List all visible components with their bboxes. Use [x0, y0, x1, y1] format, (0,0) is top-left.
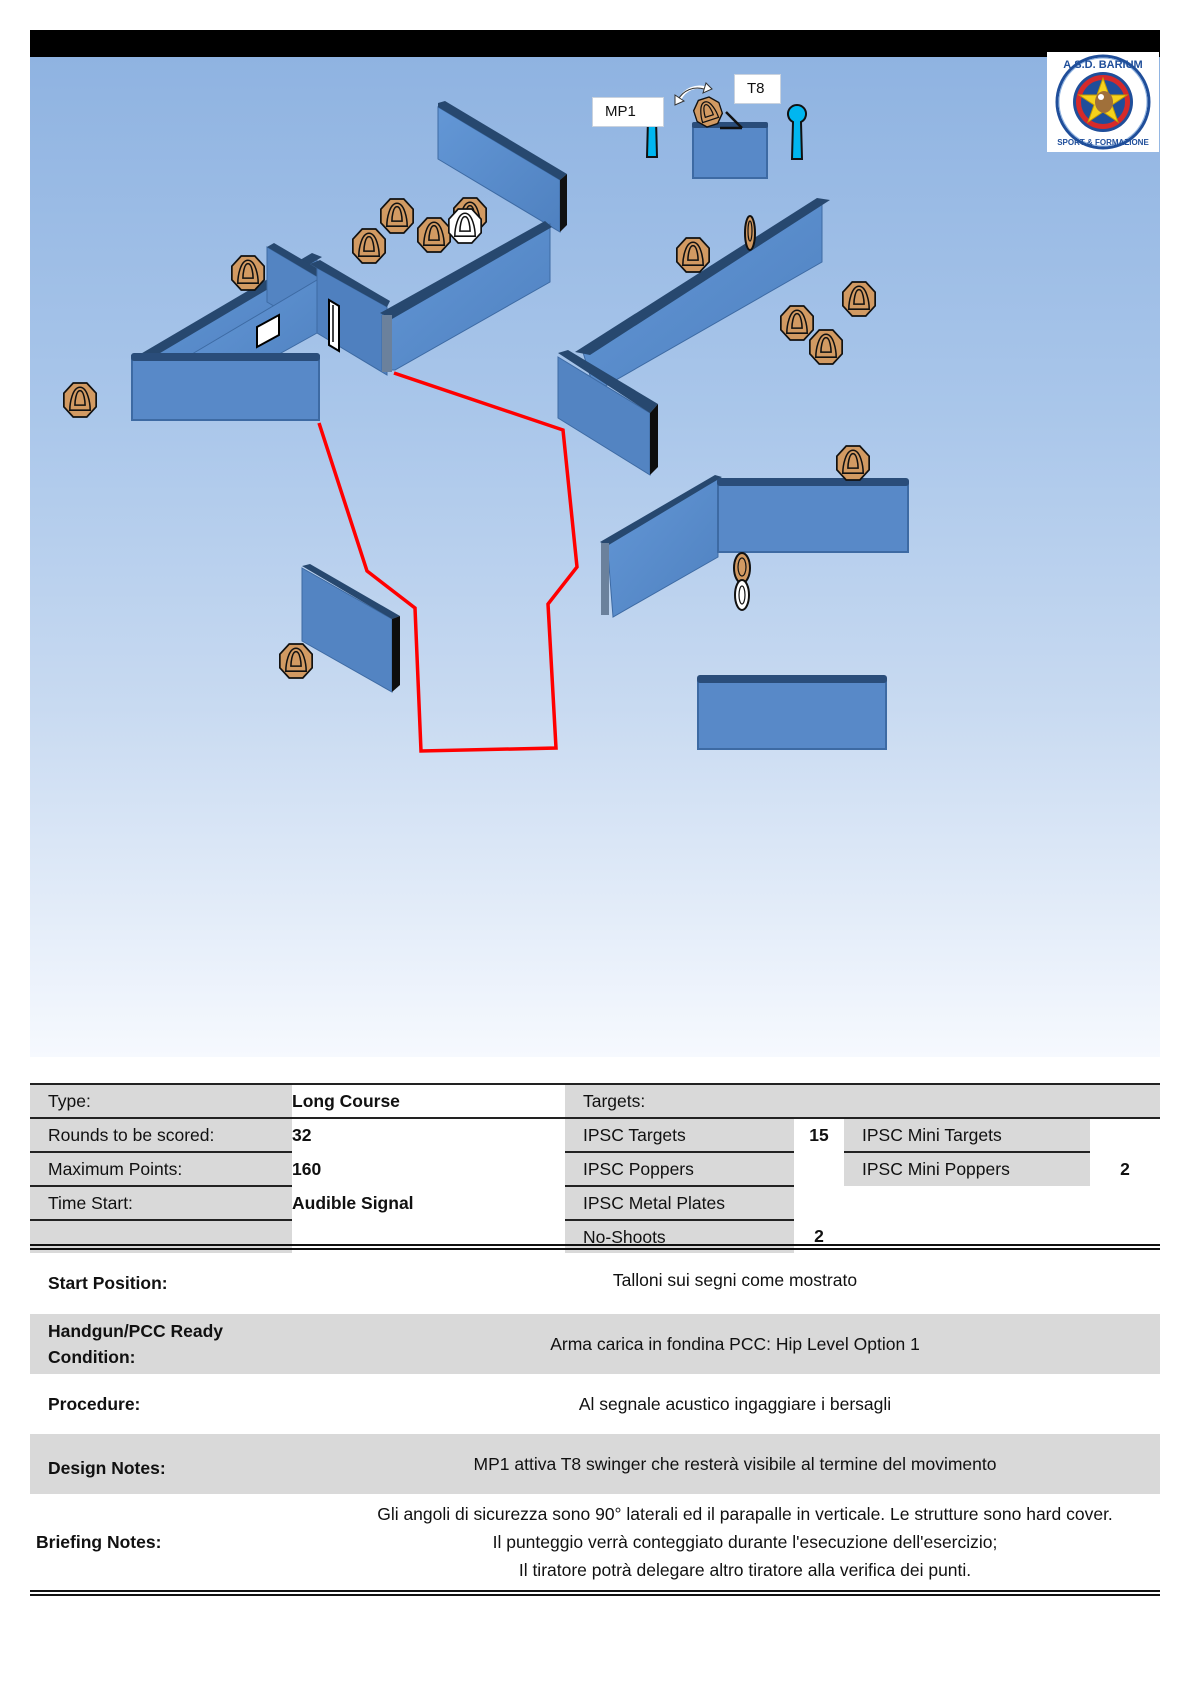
target — [279, 643, 313, 679]
mini-targets-value — [1090, 1117, 1160, 1152]
club-logo: A.S.D. BARIUM SPORT & FORMAZIONE — [1047, 52, 1159, 152]
target — [836, 445, 870, 481]
procedure-row: Procedure: Al segnale acustico ingaggiar… — [30, 1374, 1160, 1434]
briefing-notes-row: Briefing Notes: Gli angoli di sicurezza … — [30, 1494, 1160, 1590]
start-position-row: Start Position: Talloni sui segni come m… — [30, 1252, 1160, 1314]
wall-right-long-diagonal — [575, 198, 830, 393]
stage-diagram: MP1 T8 — [30, 57, 1160, 1057]
rounds-label: Rounds to be scored: — [30, 1117, 292, 1152]
wall-right-mid-diagonal — [600, 475, 722, 618]
bottom-divider — [30, 1590, 1160, 1596]
svg-text:SPORT & FORMAZIONE: SPORT & FORMAZIONE — [1057, 138, 1149, 147]
svg-text:A.S.D. BARIUM: A.S.D. BARIUM — [1063, 59, 1142, 71]
mini-targets-label: IPSC Mini Targets — [844, 1117, 1090, 1152]
label-mp1: MP1 — [592, 97, 664, 127]
target — [352, 228, 386, 264]
type-label: Type: — [30, 1083, 292, 1118]
target — [380, 198, 414, 234]
design-notes-row: Design Notes: MP1 attiva T8 swinger che … — [30, 1434, 1160, 1494]
start-position-label: Start Position: — [48, 1273, 168, 1293]
stage-info-table: Type: Long Course Targets: Rounds to be … — [30, 1083, 1160, 1253]
window-icon — [256, 313, 280, 349]
fault-line — [317, 371, 579, 753]
design-notes-label: Design Notes: — [48, 1458, 166, 1478]
t8-swinger-stand — [692, 111, 768, 179]
procedure-value: Al segnale acustico ingaggiare i bersagl… — [578, 1393, 892, 1414]
mini-popper-2 — [787, 103, 807, 160]
type-value: Long Course — [292, 1083, 565, 1118]
ipsc-targets-value: 15 — [794, 1117, 844, 1152]
wall-right-mid-front — [717, 478, 909, 553]
ready-condition-label-2: Condition: — [48, 1347, 136, 1367]
briefing-line: Il punteggio verrà conteggiato durante l… — [492, 1532, 998, 1552]
wall-bottom-left — [301, 564, 400, 693]
target — [417, 217, 451, 253]
no-shoots-value: 2 — [794, 1220, 844, 1253]
target — [231, 255, 265, 291]
wall-center-diagonal — [380, 221, 552, 372]
max-points-value: 160 — [292, 1152, 565, 1186]
target-edge-on — [733, 552, 751, 584]
header-bar — [30, 30, 1160, 57]
label-t8: T8 — [734, 74, 781, 104]
briefing-line: Gli angoli di sicurezza sono 90° lateral… — [377, 1504, 1113, 1524]
briefing-notes-label: Briefing Notes: — [36, 1532, 162, 1552]
target — [809, 329, 843, 365]
targets-header: Targets: — [565, 1083, 1160, 1118]
metal-plates-label: IPSC Metal Plates — [565, 1185, 794, 1220]
no-shoots-label: No-Shoots — [565, 1219, 794, 1253]
target — [63, 382, 97, 418]
mini-poppers-label: IPSC Mini Poppers — [844, 1151, 1090, 1186]
ready-condition-label-1: Handgun/PCC Ready — [48, 1321, 224, 1341]
wall-right-short — [557, 350, 658, 476]
time-start-label: Time Start: — [30, 1185, 292, 1220]
mini-poppers-value: 2 — [1090, 1152, 1160, 1186]
max-points-label: Maximum Points: — [30, 1151, 292, 1186]
start-position-value: Talloni sui segni come mostrato — [612, 1269, 858, 1290]
swing-arrow-icon — [674, 82, 713, 106]
metal-plates-value — [794, 1186, 844, 1220]
target — [842, 281, 876, 317]
wall-left-front — [131, 353, 320, 421]
ipsc-poppers-value — [794, 1152, 844, 1186]
table-divider — [30, 1244, 1160, 1250]
no-shoot-target — [448, 208, 482, 244]
target — [780, 305, 814, 341]
wall-back-diagonal — [437, 101, 567, 233]
wall-bottom-right — [697, 675, 887, 750]
rounds-value: 32 — [292, 1117, 565, 1152]
stage-diagram-svg — [63, 82, 909, 753]
ipsc-targets-label: IPSC Targets — [565, 1117, 794, 1152]
procedure-label: Procedure: — [48, 1394, 141, 1414]
design-notes-value: MP1 attiva T8 swinger che resterà visibi… — [473, 1453, 997, 1474]
target — [676, 237, 710, 273]
time-start-value: Audible Signal — [292, 1186, 565, 1220]
target-edge-on — [744, 215, 756, 251]
briefing-line: Il tiratore potrà delegare altro tirator… — [518, 1560, 972, 1580]
no-shoot-edge-on — [734, 579, 750, 611]
door-icon — [328, 298, 340, 353]
ready-condition-value: Arma carica in fondina PCC: Hip Level Op… — [550, 1333, 920, 1354]
ready-condition-row: Handgun/PCC Ready Condition: Arma carica… — [30, 1314, 1160, 1374]
ipsc-poppers-label: IPSC Poppers — [565, 1151, 794, 1186]
